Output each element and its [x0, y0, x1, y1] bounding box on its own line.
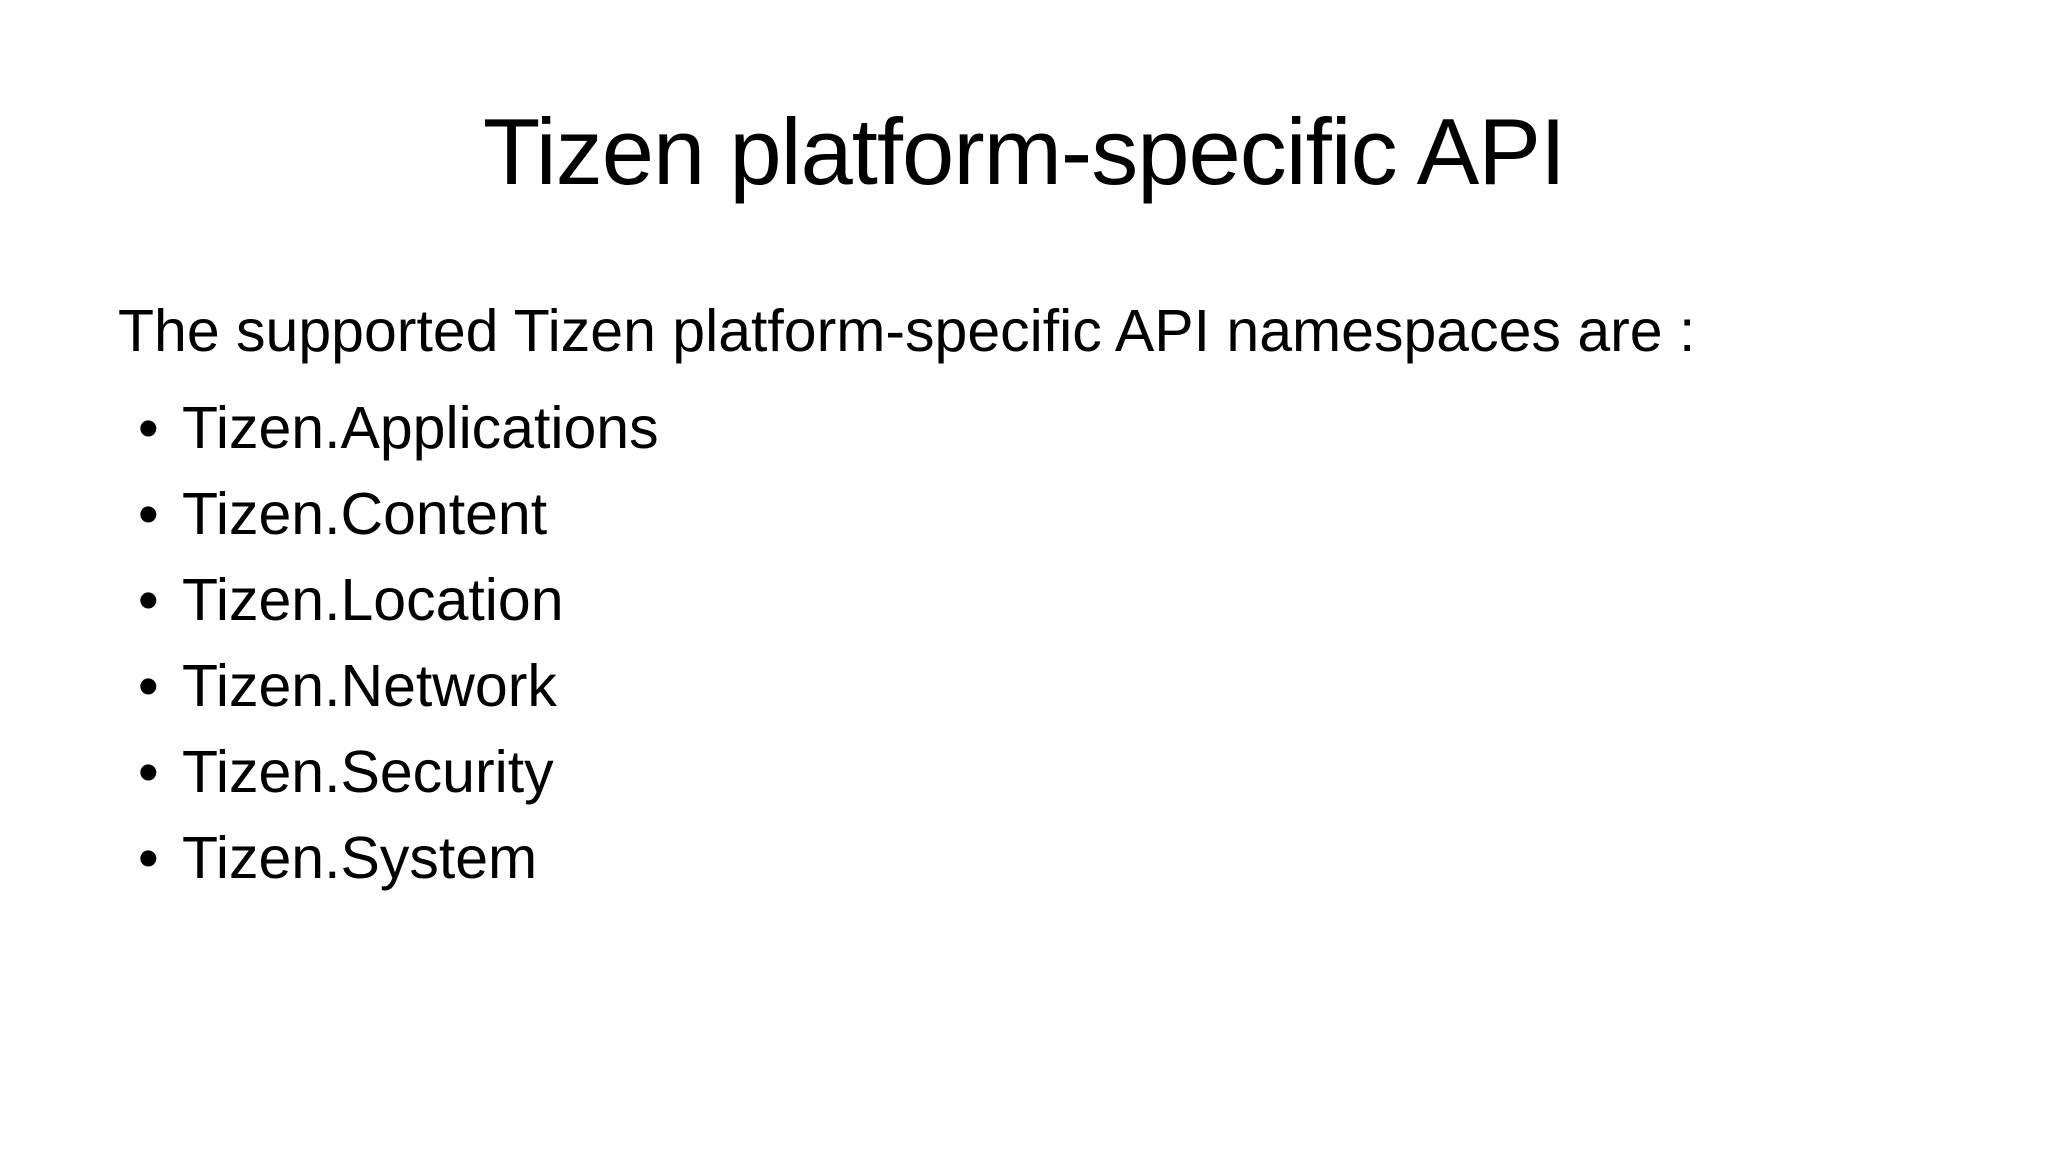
bullet-item-label: Tizen.Location	[182, 567, 564, 633]
slide-title: Tizen platform-specific API	[482, 99, 1566, 204]
bullet-item-label: Tizen.System	[182, 825, 538, 891]
list-item: • Tizen.Network	[138, 643, 1948, 729]
bullet-item-label: Tizen.Applications	[182, 395, 659, 461]
bullet-list: • Tizen.Applications • Tizen.Content • T…	[118, 385, 1948, 901]
bullet-icon: •	[138, 653, 159, 719]
bullet-icon: •	[138, 825, 159, 891]
bullet-item-label: Tizen.Network	[182, 653, 557, 719]
list-item: • Tizen.Content	[138, 471, 1948, 557]
intro-text: The supported Tizen platform-specific AP…	[118, 298, 1696, 364]
bullet-icon: •	[138, 567, 159, 633]
bullet-icon: •	[138, 739, 159, 805]
list-item: • Tizen.Applications	[138, 385, 1948, 471]
bullet-item-label: Tizen.Security	[182, 739, 554, 805]
slide-body: The supported Tizen platform-specific AP…	[118, 288, 1948, 901]
list-item: • Tizen.Location	[138, 557, 1948, 643]
list-item: • Tizen.Security	[138, 729, 1948, 815]
list-item: • Tizen.System	[138, 815, 1948, 901]
bullet-item-label: Tizen.Content	[182, 481, 548, 547]
bullet-icon: •	[138, 481, 159, 547]
bullet-icon: •	[138, 395, 159, 461]
